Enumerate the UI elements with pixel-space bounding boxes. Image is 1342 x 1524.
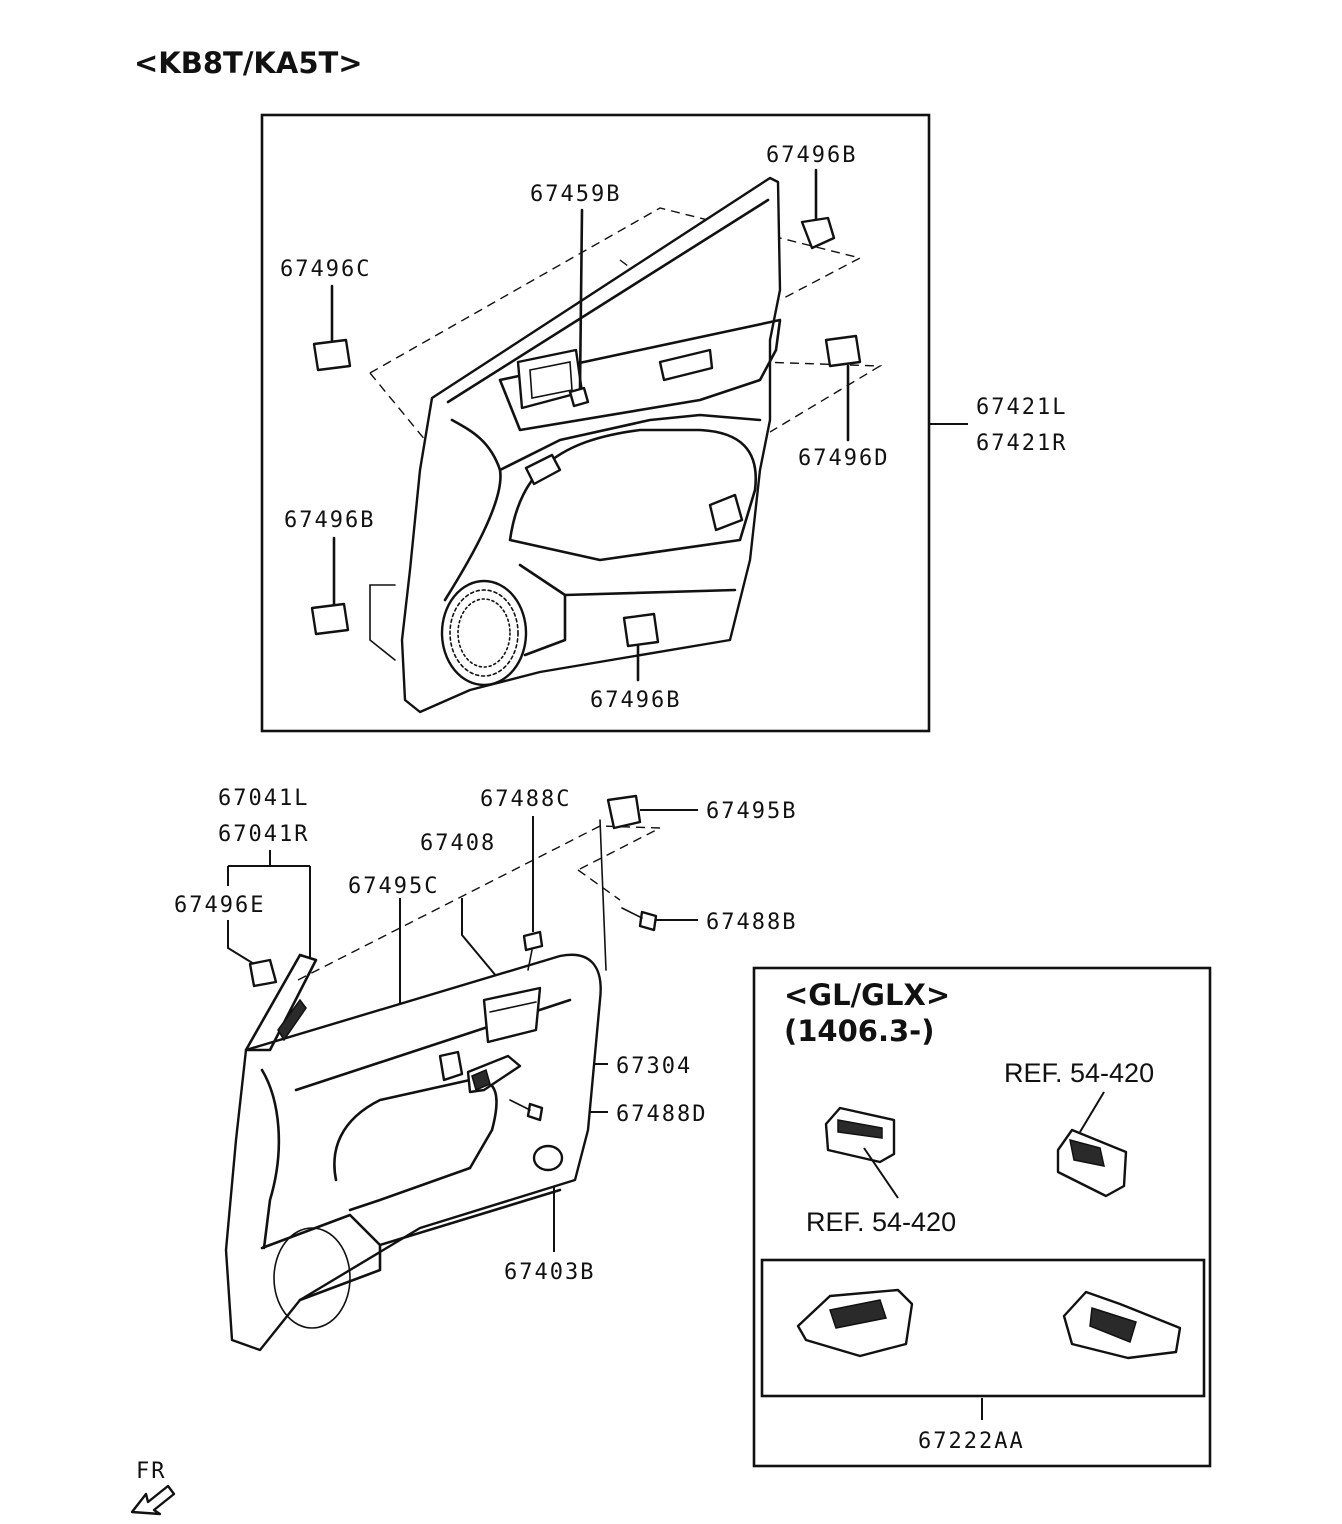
label-67496E: 67496E (174, 893, 265, 918)
label-67488B: 67488B (706, 910, 797, 935)
production-date-header: (1406.3-) (784, 1014, 934, 1048)
leader-67041 (227, 850, 311, 958)
clip-67496D (824, 334, 862, 442)
label-67496B-left: 67496B (284, 508, 375, 533)
label-67408: 67408 (420, 831, 496, 856)
clip-67496B-bottom (622, 612, 660, 682)
trim-variant-header: <GL/GLX> (784, 978, 950, 1012)
clip-67496B-left (310, 536, 350, 636)
label-67496C: 67496C (280, 257, 371, 282)
clip-67495B (606, 794, 642, 830)
front-direction-label: FR (136, 1459, 167, 1484)
label-67488C: 67488C (480, 787, 571, 812)
pin-67459B (568, 208, 590, 408)
switch-bezel-67304 (466, 1054, 522, 1094)
label-67041R: 67041R (218, 822, 309, 847)
power-window-switch-left (824, 1106, 896, 1164)
switch-bezel-right (1062, 1290, 1182, 1360)
clip-67496C (312, 284, 352, 372)
label-67495C: 67495C (348, 874, 439, 899)
label-67304: 67304 (616, 1054, 692, 1079)
mirror-garnish-67041 (244, 953, 318, 1052)
upper-speaker-grille (440, 579, 528, 687)
label-67488D: 67488D (616, 1102, 707, 1127)
switch-bezel-subframe (760, 1258, 1206, 1398)
label-67222AA: 67222AA (918, 1429, 1025, 1454)
front-direction-arrow-icon (130, 1484, 176, 1516)
clip-67496E (248, 958, 278, 988)
model-code-header: <KB8T/KA5T> (134, 46, 363, 80)
label-67041L: 67041L (218, 786, 309, 811)
ref-label-upper: REF. 54-420 (1004, 1058, 1154, 1088)
screw-67488B (621, 907, 658, 932)
label-67459B: 67459B (530, 182, 621, 207)
trim-variant-frame (752, 966, 1212, 1468)
pull-pocket-67408 (482, 986, 542, 1044)
upper-door-trim-panel (400, 176, 782, 714)
cap-67403B (532, 1144, 564, 1172)
leader-67496E (227, 920, 255, 965)
leader-ref-upper (1079, 1091, 1105, 1133)
power-window-switch-right (1056, 1128, 1128, 1198)
switch-bezel-left (796, 1288, 914, 1358)
label-67421L: 67421L (976, 395, 1067, 420)
leader-ref-lower (863, 1147, 899, 1199)
label-67496B-top: 67496B (766, 143, 857, 168)
label-67496B-bottom: 67496B (590, 688, 681, 713)
label-67421R: 67421R (976, 431, 1067, 456)
label-67496D: 67496D (798, 446, 889, 471)
screw-67488C (522, 930, 544, 971)
label-67403B: 67403B (504, 1260, 595, 1285)
screw-67488D (509, 1099, 544, 1122)
clip-67496B-top (800, 168, 836, 250)
upper-switch-opening (658, 348, 714, 382)
label-67495B: 67495B (706, 799, 797, 824)
ref-label-lower: REF. 54-420 (806, 1207, 956, 1237)
clip-67495C (438, 1050, 464, 1082)
